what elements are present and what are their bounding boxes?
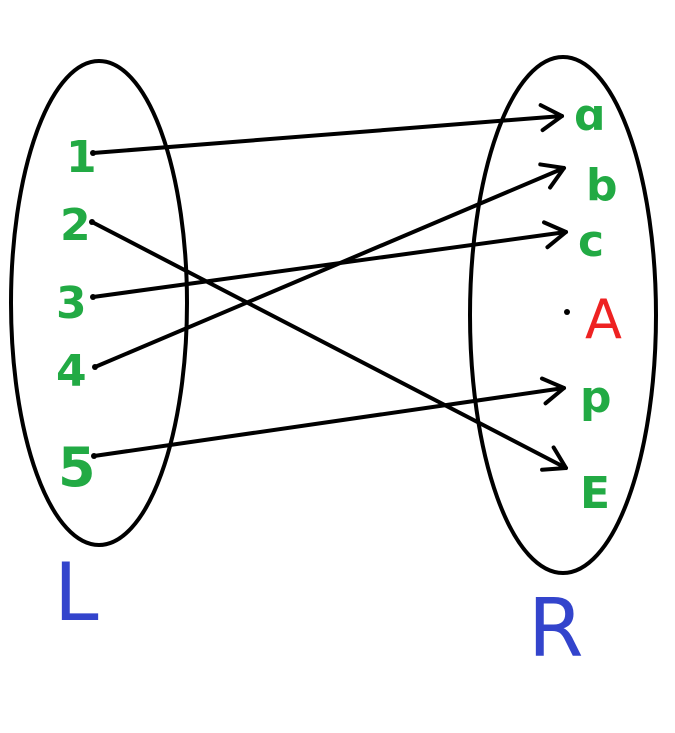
set-l-label: L — [54, 546, 99, 639]
arrow-4-tail — [92, 364, 98, 370]
left-element-1: 1 — [66, 132, 97, 183]
arrow-5-tail — [91, 453, 97, 459]
right-element-a: A — [585, 288, 622, 351]
right-element-e: E — [580, 468, 610, 519]
left-element-4: 4 — [56, 346, 87, 397]
mapping-arrows — [89, 103, 568, 472]
arrow-1-line — [91, 114, 564, 155]
arrow-1-tail — [90, 150, 96, 156]
set-l-ellipse — [9, 59, 189, 547]
arrow-4-head — [538, 162, 566, 190]
set-l-elements: 1 2 3 4 5 — [56, 132, 97, 499]
arrow-5-line — [92, 386, 566, 458]
left-element-3: 3 — [56, 278, 87, 329]
arrow-2-line — [90, 220, 568, 470]
right-element-c: c — [578, 216, 604, 267]
set-r-ellipse — [468, 55, 658, 575]
arrow-3-head — [542, 220, 568, 250]
arrow-5-head — [539, 376, 566, 406]
arrow-3-tail — [90, 294, 96, 300]
left-element-5: 5 — [58, 436, 96, 499]
right-element-b: b — [586, 160, 618, 211]
right-element-a-dot — [564, 309, 570, 315]
left-element-2: 2 — [60, 200, 91, 251]
arrow-1-head — [538, 103, 564, 133]
right-element-p: p — [580, 372, 612, 423]
arrow-3-line — [91, 230, 568, 299]
set-r-elements: ɑ b c A p E — [564, 90, 622, 519]
set-r-label: R — [528, 582, 584, 675]
arrow-4-line — [93, 166, 566, 369]
arrow-2-tail — [89, 219, 95, 225]
right-element-alpha: ɑ — [574, 90, 606, 141]
arrow-2-head — [540, 445, 568, 472]
